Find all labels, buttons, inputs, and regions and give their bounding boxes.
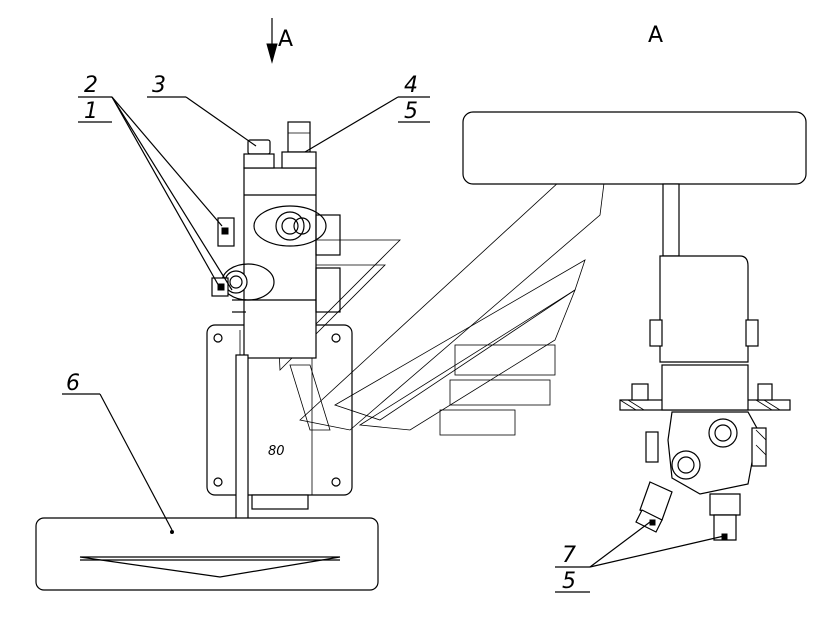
- callout-1: 1: [84, 99, 98, 124]
- callout-5-top: 5: [404, 99, 418, 124]
- callout-6: 6: [66, 371, 80, 396]
- left-assembly: [35, 121, 379, 591]
- plate-stamp: 80: [268, 444, 285, 459]
- watermark-logo: [274, 133, 611, 436]
- callout-4: 4: [404, 73, 418, 98]
- callout-7: 7: [562, 543, 576, 568]
- callout-5-bottom: 5: [562, 569, 576, 594]
- view-arrow-label: A: [278, 27, 293, 52]
- callout-2: 2: [84, 73, 98, 98]
- leader-lines: [62, 96, 725, 593]
- right-assembly: [462, 111, 807, 541]
- view-arrow: [266, 18, 278, 64]
- view-title: A: [648, 23, 663, 48]
- callout-3: 3: [152, 73, 166, 98]
